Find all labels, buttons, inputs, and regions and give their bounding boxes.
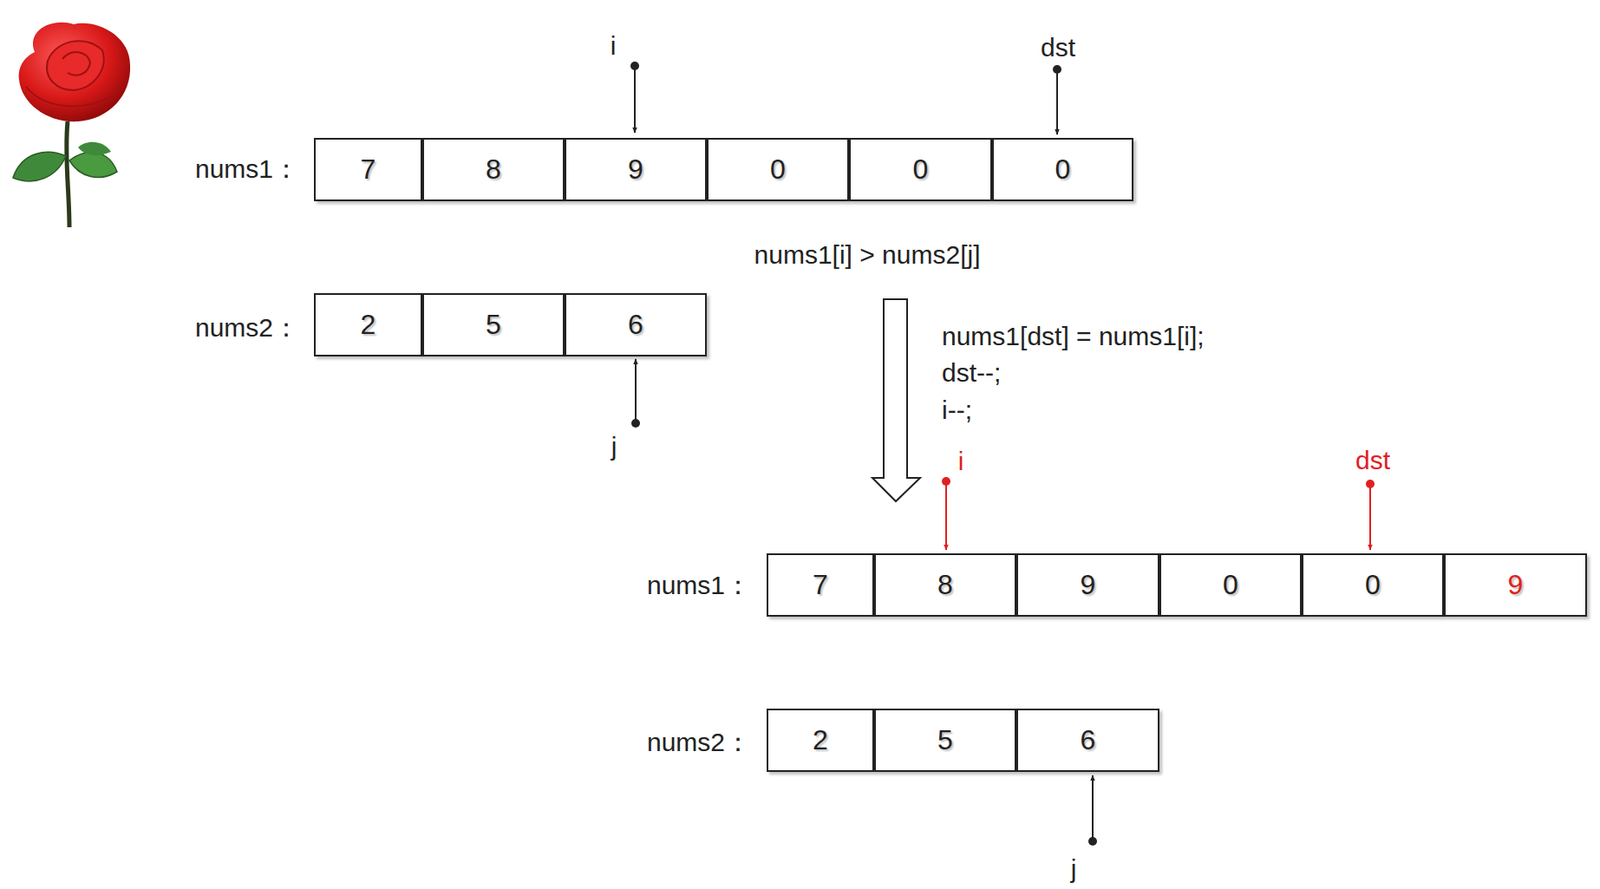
cell-value: 9 (1508, 568, 1524, 601)
cell-value: 5 (937, 724, 954, 757)
cell-value: 2 (812, 724, 829, 757)
array-cell: 0 (706, 137, 849, 202)
cell-value: 9 (627, 153, 644, 186)
cell-value: 8 (485, 153, 502, 186)
rose-illustration (13, 22, 131, 228)
cell-value: 9 (1080, 568, 1097, 601)
array-cell: 5 (874, 708, 1017, 772)
array-cell: 9 (564, 137, 707, 202)
array-name: nums1： (195, 154, 300, 183)
cell-value: 6 (627, 308, 644, 341)
pointer-name: i (610, 31, 617, 60)
array-cell: 0 (992, 137, 1134, 202)
array-name: nums2： (195, 313, 300, 342)
cell-value: 0 (1055, 153, 1072, 186)
array-cell: 5 (422, 293, 565, 357)
condition-text: nums1[i] > nums2[j] (754, 240, 981, 269)
array-cell: 9 (1443, 553, 1587, 617)
cell-value: 7 (812, 568, 829, 601)
cell-value: 0 (913, 153, 929, 186)
code-line: dst--; (941, 358, 1001, 387)
cell-value: 0 (1364, 568, 1381, 601)
array-cell: 9 (1016, 553, 1160, 617)
cell-value: 5 (485, 308, 502, 341)
cell-value: 8 (937, 568, 954, 601)
array-cell: 8 (422, 137, 565, 202)
cell-value: 0 (770, 153, 786, 186)
pointer-arrows (630, 61, 1375, 846)
array-cell: 2 (313, 293, 423, 357)
transition-arrow (872, 299, 921, 502)
array-cell: 0 (1159, 553, 1302, 617)
array-cell: 0 (848, 137, 993, 202)
pointer-name: i (958, 446, 965, 476)
array-cell: 7 (313, 137, 423, 202)
array-cell: 8 (874, 553, 1017, 617)
pointer-name: j (1071, 854, 1078, 883)
array-name: nums2： (646, 727, 752, 757)
code-line: i--; (941, 395, 973, 425)
pointer-name: dst (1355, 445, 1391, 475)
array-cell: 6 (564, 293, 707, 357)
cell-value: 0 (1222, 568, 1239, 601)
array-cell: 0 (1301, 553, 1444, 617)
array-cell: 6 (1016, 708, 1160, 772)
array-cell: 7 (766, 553, 875, 617)
cell-value: 2 (360, 308, 377, 341)
cell-value: 7 (360, 153, 377, 186)
cell-value: 6 (1080, 724, 1097, 757)
pointer-name: dst (1040, 32, 1076, 62)
code-line: nums1[dst] = nums1[i]; (941, 321, 1205, 351)
array-cell: 2 (766, 708, 875, 772)
array-name: nums1： (646, 570, 752, 600)
pointer-name: j (611, 431, 618, 461)
